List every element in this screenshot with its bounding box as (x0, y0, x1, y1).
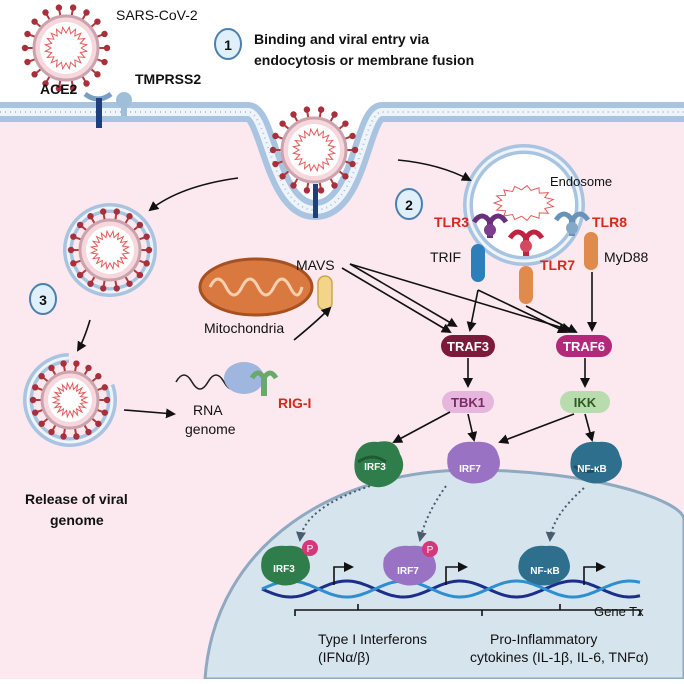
tmprss2-label: TMPRSS2 (135, 71, 201, 87)
endocytosed-virion (269, 106, 359, 218)
release-label-line2: genome (50, 512, 104, 528)
irf7-nuclear-icon: IRF7 P (383, 541, 438, 586)
ikk-node: IKK (560, 391, 610, 413)
tmprss2-protease-icon (116, 92, 132, 116)
svg-text:IRF7: IRF7 (397, 566, 419, 577)
rna-genome-icon (175, 362, 264, 394)
svg-text:IRF3: IRF3 (273, 564, 295, 575)
gene-output-bracket (294, 604, 641, 616)
release-label-line1: Release of viral (25, 491, 128, 507)
svg-text:NF-κB: NF-κB (530, 566, 559, 577)
proinflammatory-line2: cytokines (IL-1β, IL-6, TNFα) (470, 649, 649, 665)
svg-text:1: 1 (224, 37, 232, 53)
released-vesicle (23, 353, 117, 447)
type1-ifn-line1: Type I Interferons (318, 631, 427, 647)
endosome-icon (463, 144, 585, 266)
sars-cov-2-virion (21, 4, 111, 92)
nfkb-cytoplasmic-icon: NF-κB (570, 441, 622, 484)
svg-text:P: P (427, 545, 434, 556)
step-1-line2: endocytosis or membrane fusion (254, 52, 474, 68)
tlr8-label: TLR8 (592, 214, 627, 230)
tlr3-label: TLR3 (434, 214, 469, 230)
rna-label-line2: genome (185, 421, 236, 437)
ace2-label: ACE2 (40, 81, 78, 97)
irf7-cytoplasmic-icon: IRF7 (447, 441, 500, 484)
sars-cov-2-label: SARS-CoV-2 (116, 7, 198, 23)
step-2-badge: 2 (395, 188, 423, 220)
svg-text:P: P (307, 544, 314, 555)
rna-label-line1: RNA (193, 402, 223, 418)
signaling-arrows (76, 159, 597, 444)
endosome-label: Endosome (550, 174, 612, 189)
svg-text:3: 3 (39, 292, 47, 308)
tss-arrows (333, 562, 606, 585)
trif-adaptor-icon (471, 244, 485, 282)
svg-text:NF-κB: NF-κB (577, 464, 606, 475)
myd88-adaptor-icon (584, 232, 598, 270)
traf3-node: TRAF3 (441, 335, 495, 357)
step-1-line1: Binding and viral entry via (254, 31, 429, 47)
nuclear-translocation-arrows (296, 485, 585, 542)
mitochondria-label: Mitochondria (204, 320, 284, 336)
tlr7-receptor-icon (507, 229, 545, 256)
vesicle-virion (63, 203, 157, 297)
rig-i-label: RIG-I (278, 395, 311, 411)
svg-text:TBK1: TBK1 (451, 395, 485, 410)
svg-text:IRF7: IRF7 (459, 464, 481, 475)
irf3-cytoplasmic-icon: IRF3 (354, 441, 404, 488)
nfkb-nuclear-icon: NF-κB (518, 545, 570, 586)
proinflammatory-line1: Pro-Inflammatory (490, 631, 597, 647)
tbk1-node: TBK1 (442, 391, 494, 413)
svg-text:IRF3: IRF3 (364, 462, 386, 473)
svg-text:TRAF6: TRAF6 (563, 339, 605, 354)
tlr3-receptor-icon (471, 213, 509, 238)
tlr8-receptor-icon (553, 211, 591, 236)
traf6-node: TRAF6 (556, 335, 612, 357)
step-3-badge: 3 (29, 283, 57, 315)
type1-ifn-line2: (IFNα/β) (318, 649, 370, 665)
svg-text:TRAF3: TRAF3 (447, 339, 489, 354)
rig-i-icon (249, 370, 279, 396)
dna-helix (261, 579, 641, 599)
svg-text:IKK: IKK (574, 395, 597, 410)
mavs-label: MAVS (296, 257, 335, 273)
gene-tx-label: Gene Tx (594, 604, 644, 619)
svg-text:2: 2 (405, 197, 413, 213)
myd88-label: MyD88 (604, 249, 649, 265)
irf3-nuclear-icon: IRF3 P (261, 540, 318, 586)
step-1-badge: 1 (214, 28, 242, 60)
trif-label: TRIF (430, 249, 461, 265)
tlr7-adaptor-icon (519, 266, 533, 304)
ace2-receptor-icon (83, 91, 113, 128)
tlr7-label: TLR7 (540, 257, 575, 273)
